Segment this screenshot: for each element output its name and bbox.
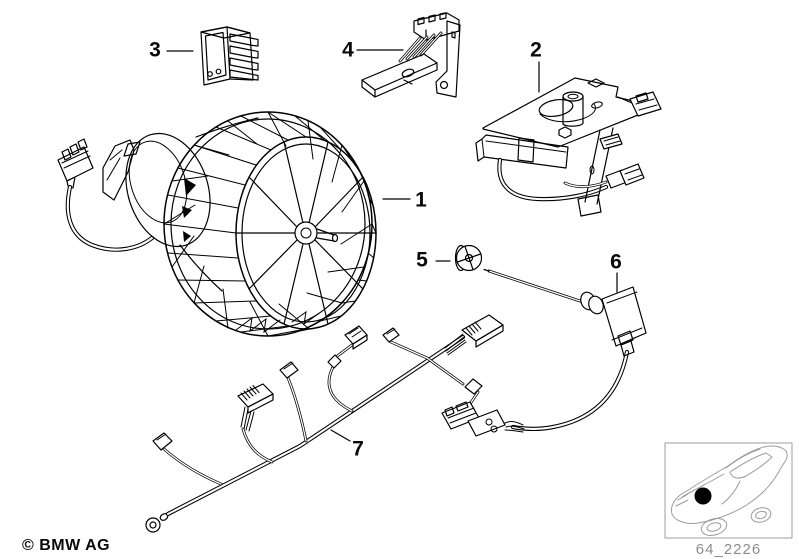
blower-plug-connector	[58, 139, 93, 188]
part-1-drawing	[58, 112, 376, 336]
part-5-drawing	[456, 246, 482, 271]
car-location-icon	[665, 443, 792, 538]
part-3-drawing	[201, 27, 258, 85]
diagram-code-text: 64_2226	[695, 541, 762, 558]
copyright-text: © BMW AG	[22, 537, 111, 554]
callout-4[interactable]: 4	[342, 38, 354, 62]
blower-motor	[103, 118, 258, 291]
callout-1[interactable]: 1	[415, 188, 427, 212]
callout-7[interactable]: 7	[352, 437, 364, 461]
fan-wheel	[164, 112, 376, 336]
callout-3[interactable]: 3	[149, 38, 161, 62]
callout-6[interactable]: 6	[610, 250, 622, 274]
callout-2[interactable]: 2	[530, 38, 542, 62]
location-marker-dot	[694, 487, 712, 505]
callout-5[interactable]: 5	[416, 248, 428, 272]
leader-lines	[167, 50, 617, 441]
part-6-drawing	[484, 270, 646, 429]
part-4-drawing	[362, 13, 460, 97]
part-7-drawing	[146, 315, 524, 532]
part-2-drawing	[476, 78, 661, 216]
